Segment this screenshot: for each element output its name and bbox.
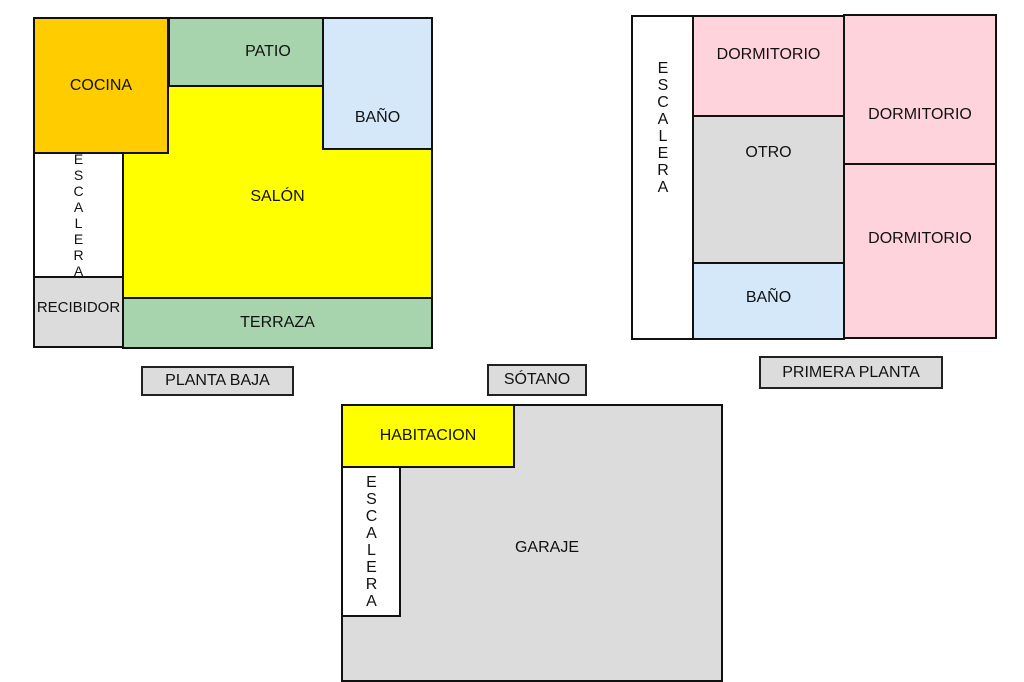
room-bano: BAÑO bbox=[322, 17, 433, 150]
room-garaje-label: GARAJE bbox=[514, 539, 579, 556]
primera-planta-label-text: PRIMERA PLANTA bbox=[782, 363, 920, 381]
room-dormitorio-3-label: DORMITORIO bbox=[868, 229, 972, 247]
sotano-label-text: SÓTANO bbox=[503, 371, 571, 388]
sotano-label: SÓTANO bbox=[487, 364, 587, 396]
room-habitacion: HABITACION bbox=[341, 404, 515, 468]
room-escalera-primera-label: ESCALERA bbox=[654, 59, 672, 196]
room-otro: OTRO bbox=[692, 115, 845, 264]
room-escalera-sotano-label: ESCALERA bbox=[363, 473, 380, 610]
room-bano-primera: BAÑO bbox=[692, 262, 845, 340]
planta-baja-label: PLANTA BAJA bbox=[141, 366, 294, 396]
room-patio-label: PATIO bbox=[245, 43, 291, 60]
room-dormitorio-3: DORMITORIO bbox=[843, 163, 997, 339]
room-recibidor: RECIBIDOR bbox=[33, 276, 124, 348]
room-dormitorio-2-label: DORMITORIO bbox=[868, 106, 972, 123]
room-bano-label: BAÑO bbox=[354, 108, 401, 126]
room-dormitorio-1: DORMITORIO bbox=[692, 15, 845, 117]
planta-baja-label-text: PLANTA BAJA bbox=[165, 372, 270, 389]
room-dormitorio-2: DORMITORIO bbox=[843, 14, 997, 165]
room-habitacion-label: HABITACION bbox=[379, 427, 477, 444]
room-recibidor-label: RECIBIDOR bbox=[36, 298, 121, 316]
primera-planta-label: PRIMERA PLANTA bbox=[759, 356, 943, 389]
room-bano-primera-label: BAÑO bbox=[745, 289, 792, 306]
room-cocina-label: COCINA bbox=[69, 76, 133, 94]
room-dormitorio-1-label: DORMITORIO bbox=[716, 46, 821, 63]
room-cocina: COCINA bbox=[33, 17, 169, 154]
room-otro-label: OTRO bbox=[745, 143, 792, 161]
room-terraza: TERRAZA bbox=[122, 297, 433, 349]
room-escalera-sotano: ESCALERA bbox=[341, 466, 401, 617]
room-escalera-label: ESCALERA bbox=[70, 151, 87, 279]
room-salon-label: SALÓN bbox=[250, 188, 305, 205]
room-terraza-label: TERRAZA bbox=[240, 314, 315, 331]
room-escalera: ESCALERA bbox=[33, 151, 124, 279]
room-escalera-primera: ESCALERA bbox=[631, 15, 694, 340]
